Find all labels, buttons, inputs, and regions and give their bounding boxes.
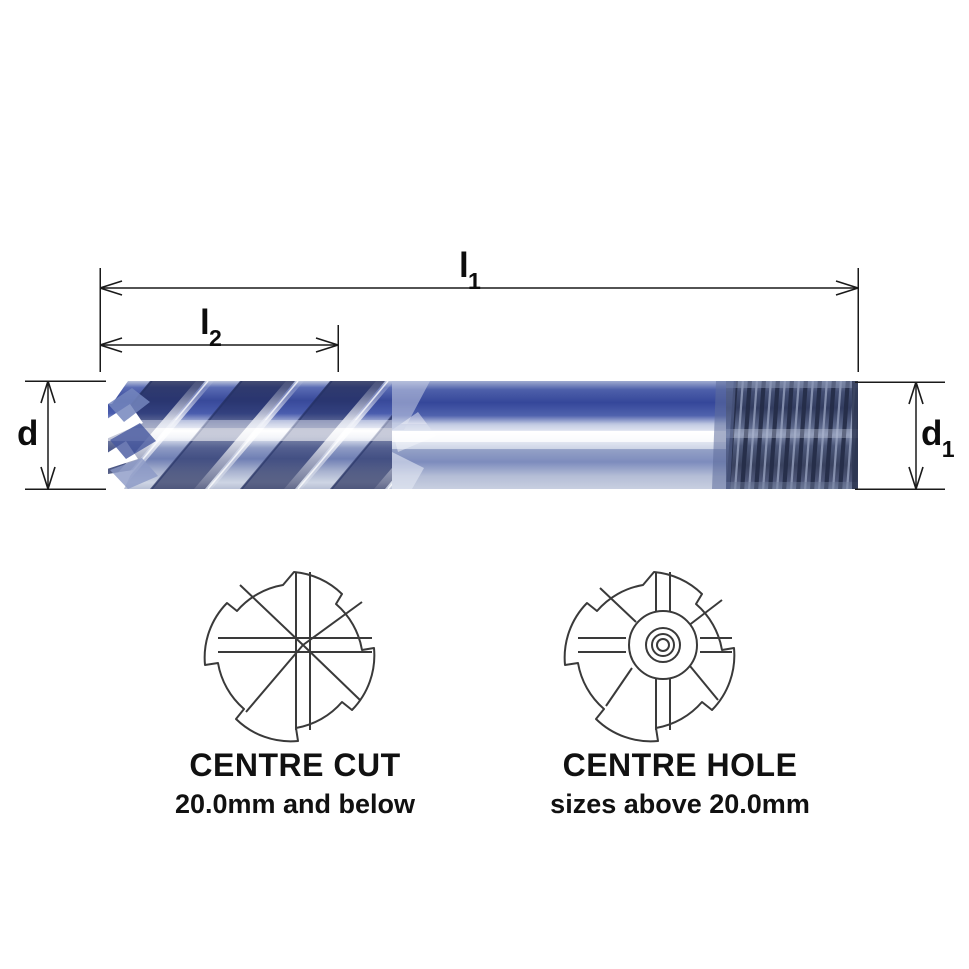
centre-cut-title: CENTRE CUT	[189, 747, 401, 783]
dimension-label-l2: l2	[200, 303, 223, 350]
neck-transition	[392, 381, 726, 489]
cutting-end-tip	[104, 381, 158, 489]
centre-hole-end-view-graphic	[563, 571, 736, 743]
centre-cut-subtitle: 20.0mm and below	[174, 789, 416, 820]
dimension-label-l1-subscript: 1	[468, 268, 481, 295]
centre-hole-subtitle: sizes above 20.0mm	[550, 789, 810, 820]
dimension-label-d1-base: d	[921, 414, 943, 453]
threaded-shank	[726, 381, 858, 489]
flute-section	[104, 381, 392, 489]
centre-hole-title: CENTRE HOLE	[562, 747, 798, 783]
thread-shoulder	[712, 381, 736, 489]
centre-hole-caption: CENTRE HOLE sizes above 20.0mm	[485, 747, 875, 820]
dimension-label-l2-subscript: 2	[209, 325, 222, 352]
dimension-label-d: d	[17, 416, 38, 457]
dimension-label-l2-base: l	[200, 303, 210, 342]
dimension-label-d1-subscript: 1	[941, 436, 955, 463]
dimension-label-l1: l1	[459, 246, 482, 293]
shank-end-face	[852, 381, 858, 489]
dimension-label-d-base: d	[17, 414, 39, 453]
centre-cut-end-view-graphic	[203, 571, 376, 743]
flute-grooves	[108, 381, 392, 489]
dimension-line-d	[40, 380, 56, 490]
dimension-label-d1: d1	[921, 414, 955, 461]
flute-lands	[108, 381, 392, 489]
centre-cut-caption: CENTRE CUT 20.0mm and below	[105, 747, 485, 820]
dimension-label-l1-base: l	[459, 246, 469, 285]
